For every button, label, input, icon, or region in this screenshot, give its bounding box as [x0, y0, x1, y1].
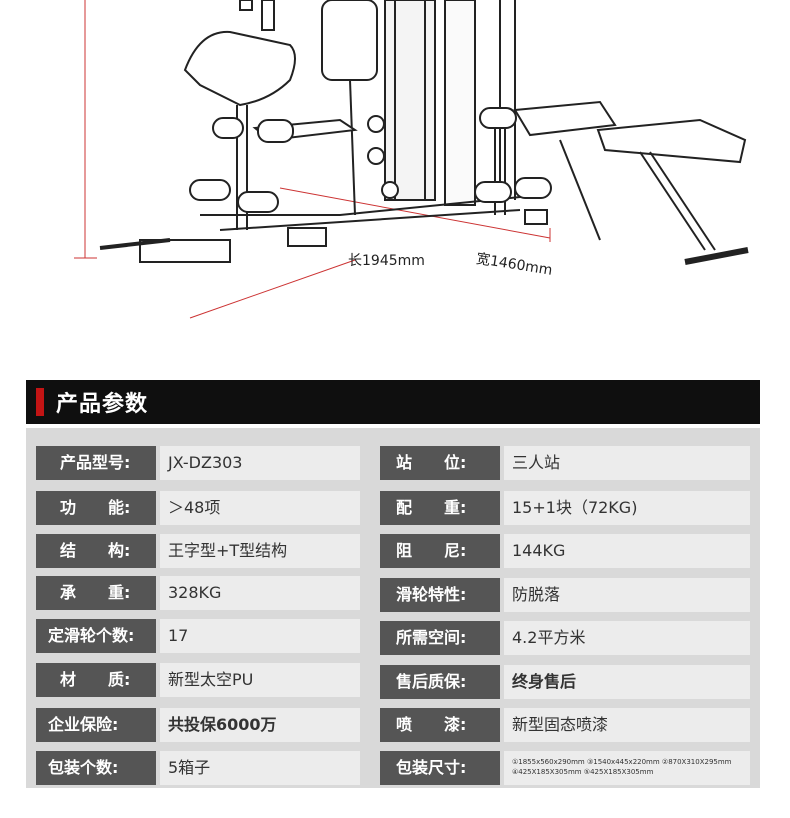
spec-value: JX-DZ303 — [160, 446, 360, 480]
spec-value: ①1855x560x290mm ③1540x445x220mm ②870X310… — [504, 751, 750, 785]
spec-value: 王字型+T型结构 — [160, 534, 360, 568]
spec-label: 所需空间: — [380, 621, 500, 655]
spec-row: 滑轮特性: 防脱落 — [380, 578, 750, 612]
spec-value: 终身售后 — [504, 665, 750, 699]
gym-machine-drawing — [74, 0, 749, 319]
section-title: 产品参数 — [56, 392, 149, 417]
product-illustration: 长1945mm 宽1460mm — [0, 0, 790, 330]
spec-row: 产品型号: JX-DZ303 — [36, 446, 360, 480]
spec-label: 包装尺寸: — [380, 751, 500, 785]
spec-label: 功 能: — [36, 491, 156, 525]
spec-label: 包装个数: — [36, 751, 156, 785]
spec-row: 站 位: 三人站 — [380, 446, 750, 480]
spec-row: 阻 尼: 144KG — [380, 534, 750, 568]
spec-value: 新型太空PU — [160, 663, 360, 697]
section-header: 产品参数 — [26, 380, 760, 424]
spec-row: 配 重: 15+1块（72KG) — [380, 491, 750, 525]
spec-table: 产品型号: JX-DZ303 站 位: 三人站 功 能: ＞48项 配 重: 1… — [26, 428, 760, 788]
spec-label: 售后质保: — [380, 665, 500, 699]
length-dimension: 长1945mm — [348, 253, 425, 269]
spec-value: 144KG — [504, 534, 750, 568]
spec-label: 承 重: — [36, 576, 156, 610]
spec-row: 定滑轮个数: 17 — [36, 619, 360, 653]
spec-value: 15+1块（72KG) — [504, 491, 750, 525]
spec-label: 阻 尼: — [380, 534, 500, 568]
spec-row: 企业保险: 共投保6000万 — [36, 708, 360, 742]
spec-label: 产品型号: — [36, 446, 156, 480]
spec-row: 结 构: 王字型+T型结构 — [36, 534, 360, 568]
spec-row: 包装尺寸: ①1855x560x290mm ③1540x445x220mm ②8… — [380, 751, 750, 785]
spec-value: 5箱子 — [160, 751, 360, 785]
spec-label: 定滑轮个数: — [36, 619, 156, 653]
spec-value: 共投保6000万 — [160, 708, 360, 742]
spec-row: 所需空间: 4.2平方米 — [380, 621, 750, 655]
spec-label: 配 重: — [380, 491, 500, 525]
spec-label: 喷 漆: — [380, 708, 500, 742]
spec-value: 328KG — [160, 576, 360, 610]
spec-value: 新型固态喷漆 — [504, 708, 750, 742]
spec-label: 滑轮特性: — [380, 578, 500, 612]
spec-row: 包装个数: 5箱子 — [36, 751, 360, 785]
spec-row: 喷 漆: 新型固态喷漆 — [380, 708, 750, 742]
spec-label: 企业保险: — [36, 708, 156, 742]
header-accent-bar — [36, 388, 44, 416]
spec-value: 4.2平方米 — [504, 621, 750, 655]
spec-row: 售后质保: 终身售后 — [380, 665, 750, 699]
spec-row: 承 重: 328KG — [36, 576, 360, 610]
spec-row: 功 能: ＞48项 — [36, 491, 360, 525]
spec-value: 17 — [160, 619, 360, 653]
spec-value: ＞48项 — [160, 491, 360, 525]
spec-label: 结 构: — [36, 534, 156, 568]
spec-value: 三人站 — [504, 446, 750, 480]
spec-label: 站 位: — [380, 446, 500, 480]
spec-row: 材 质: 新型太空PU — [36, 663, 360, 697]
spec-label: 材 质: — [36, 663, 156, 697]
spec-value: 防脱落 — [504, 578, 750, 612]
